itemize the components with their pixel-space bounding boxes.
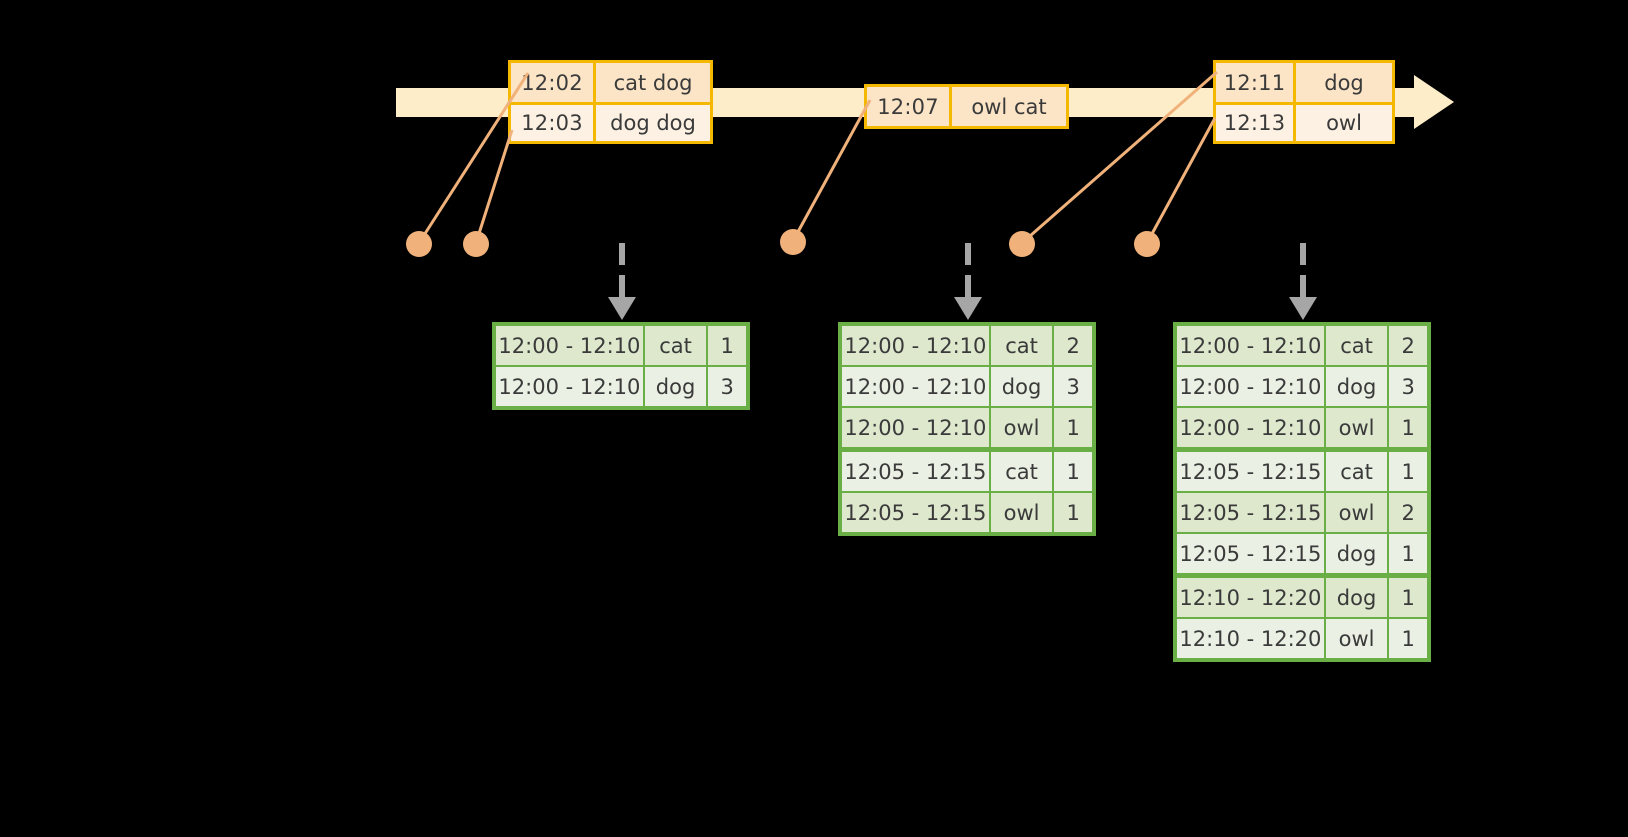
event-time: 12:11 <box>1216 63 1296 102</box>
connector-line <box>474 129 514 244</box>
trigger-arrow-head-icon <box>1289 297 1317 320</box>
event-time: 12:03 <box>511 105 596 141</box>
cell-window: 12:00 - 12:10 <box>496 367 643 406</box>
cell-word: owl <box>990 493 1053 532</box>
cell-count: 1 <box>1389 619 1427 658</box>
cell-window: 12:05 - 12:15 <box>1177 452 1324 491</box>
event-time: 12:07 <box>867 87 952 126</box>
cell-window: 12:00 - 12:10 <box>1177 367 1324 406</box>
cell-count: 1 <box>708 326 746 365</box>
cell-window: 12:00 - 12:10 <box>842 326 989 365</box>
cell-window: 12:00 - 12:10 <box>1177 408 1324 447</box>
cell-count: 3 <box>1054 367 1092 406</box>
cell-count: 2 <box>1389 326 1427 365</box>
cell-count: 1 <box>1054 493 1092 532</box>
cell-word: cat <box>990 326 1053 365</box>
cell-word: dog <box>1325 534 1388 573</box>
cell-word: owl <box>1325 408 1388 447</box>
cell-window: 12:05 - 12:15 <box>842 452 989 491</box>
event-group-1: 12:02 cat dog 12:03 dog dog <box>508 60 713 144</box>
cell-word: cat <box>644 326 707 365</box>
connector-dot <box>406 231 432 257</box>
event-row: 12:07 owl cat <box>867 87 1066 126</box>
connector-dot <box>780 229 806 255</box>
cell-window: 12:00 - 12:10 <box>842 408 989 447</box>
event-words: owl cat <box>952 87 1066 126</box>
cell-window: 12:10 - 12:20 <box>1177 578 1324 617</box>
cell-word: owl <box>990 408 1053 447</box>
cell-word: dog <box>644 367 707 406</box>
event-group-3: 12:11 dog 12:13 owl <box>1213 60 1395 144</box>
cell-word: dog <box>1325 367 1388 406</box>
cell-count: 2 <box>1389 493 1427 532</box>
cell-word: cat <box>1325 452 1388 491</box>
cell-count: 1 <box>1389 408 1427 447</box>
cell-count: 1 <box>1389 534 1427 573</box>
event-words: owl <box>1296 105 1392 141</box>
cell-window: 12:05 - 12:15 <box>842 493 989 532</box>
connector-dot <box>1134 231 1160 257</box>
cell-count: 1 <box>1054 408 1092 447</box>
cell-count: 3 <box>708 367 746 406</box>
cell-word: owl <box>1325 493 1388 532</box>
timeline-arrowhead-icon <box>1414 75 1454 129</box>
event-words: dog <box>1296 63 1392 102</box>
connector-dot <box>463 231 489 257</box>
event-words: cat dog <box>596 63 710 102</box>
event-row: 12:11 dog <box>1216 63 1392 102</box>
cell-count: 2 <box>1054 326 1092 365</box>
event-row: 12:13 owl <box>1216 102 1392 141</box>
cell-window: 12:00 - 12:10 <box>496 326 643 365</box>
event-group-2: 12:07 owl cat <box>864 84 1069 129</box>
cell-count: 1 <box>1389 578 1427 617</box>
cell-window: 12:00 - 12:10 <box>1177 326 1324 365</box>
cell-word: owl <box>1325 619 1388 658</box>
event-row: 12:03 dog dog <box>511 102 710 141</box>
event-words: dog dog <box>596 105 710 141</box>
event-row: 12:02 cat dog <box>511 63 710 102</box>
trigger-arrow-head-icon <box>954 297 982 320</box>
cell-window: 12:00 - 12:10 <box>842 367 989 406</box>
connector-line <box>417 72 530 244</box>
connector-line <box>1021 70 1218 245</box>
connector-line <box>1145 117 1217 244</box>
event-time: 12:13 <box>1216 105 1296 141</box>
trigger-arrow-head-icon <box>608 297 636 320</box>
cell-word: dog <box>990 367 1053 406</box>
connector-line <box>791 99 872 242</box>
cell-count: 3 <box>1389 367 1427 406</box>
cell-window: 12:05 - 12:15 <box>1177 534 1324 573</box>
cell-count: 1 <box>1389 452 1427 491</box>
connector-dot <box>1009 231 1035 257</box>
cell-count: 1 <box>1054 452 1092 491</box>
cell-window: 12:05 - 12:15 <box>1177 493 1324 532</box>
event-time: 12:02 <box>511 63 596 102</box>
cell-word: cat <box>990 452 1053 491</box>
cell-word: cat <box>1325 326 1388 365</box>
cell-word: dog <box>1325 578 1388 617</box>
cell-window: 12:10 - 12:20 <box>1177 619 1324 658</box>
